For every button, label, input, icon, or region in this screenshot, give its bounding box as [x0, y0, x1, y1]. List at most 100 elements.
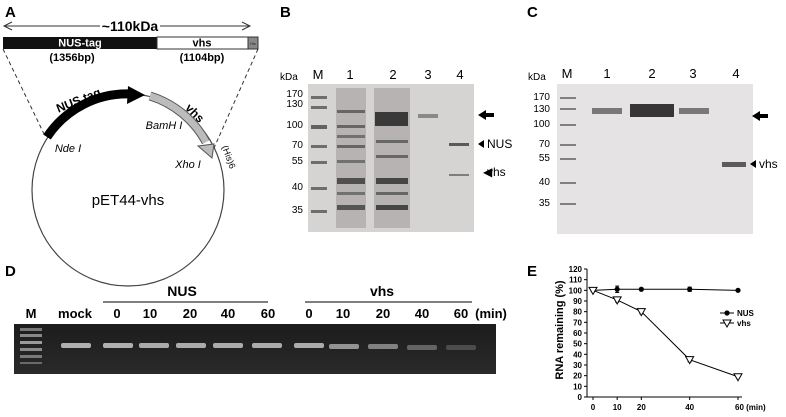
panel-c-ladder-130: 130	[533, 104, 550, 115]
panel-e-vhs-point	[612, 296, 623, 305]
panel-e-marks	[588, 285, 743, 382]
panel-b-lane-2-bands	[374, 88, 410, 228]
panel-d-vhs-time-10: 10	[336, 306, 350, 321]
panel-d-marker-label: M	[26, 306, 37, 321]
size-arrow-left-head	[2, 21, 13, 31]
panel-e-x-tick-label: 40	[685, 403, 694, 412]
panel-e-legend-nus-label: NUS	[737, 309, 755, 318]
panel-e-y-tick-label: 70	[573, 318, 582, 327]
panel-b: B kDa M 1 2 3 4	[280, 4, 512, 232]
panel-d-marker-bands	[20, 328, 42, 364]
his-segment-label: His	[250, 41, 256, 46]
construct-size: ~110kDa	[102, 18, 159, 34]
panel-b-nus-arrowhead-icon	[478, 140, 484, 148]
panel-d-nus-time-10: 10	[143, 306, 157, 321]
vhs-segment-label: vhs	[193, 38, 212, 50]
panel-d-time-unit: (min)	[475, 306, 507, 321]
panel-e-x-tick-label: 20	[637, 403, 646, 412]
panel-e-y-tick-label: 90	[573, 297, 582, 306]
panel-a: A ~110kDa NUS-tag vhs His (1356bp) (1104…	[2, 4, 259, 287]
panel-b-marker-label: M	[313, 67, 324, 82]
panel-b-lane-4-bands	[449, 143, 469, 176]
panel-c-lane-4-band	[722, 162, 746, 167]
panel-d-nus-time-60: 60	[261, 306, 275, 321]
panel-d-mock-label: mock	[58, 306, 93, 321]
panel-c-marker-label: M	[562, 66, 573, 81]
size-label-bg	[100, 19, 160, 33]
panel-d-rna-bands	[61, 343, 476, 350]
panel-e-y-tick-label: 60	[573, 329, 582, 338]
nus-tag-segment-label: NUS-tag	[58, 38, 101, 50]
panel-b-lane-1-bands	[336, 88, 366, 228]
panel-e-vhs-point	[733, 373, 743, 382]
panel-e-vhs-point	[636, 308, 647, 317]
panel-d-gel	[14, 324, 496, 374]
bamh-site-label: BamH I	[146, 120, 183, 132]
panel-b-lane-4: 4	[456, 67, 463, 82]
panel-b-ladder-70: 70	[292, 140, 304, 151]
panel-e-y-tick-label: 0	[578, 393, 583, 402]
panel-e-y-tick-label: 50	[573, 340, 582, 349]
panel-e-legend-vhs-label: vhs	[737, 319, 751, 328]
size-arrow-right-head	[241, 21, 252, 31]
panel-b-lane-3-band	[418, 114, 438, 118]
panel-d-nus-time-40: 40	[221, 306, 235, 321]
panel-b-vhs-arrow-icon: ◀	[483, 165, 493, 179]
panel-c-ladder-170: 170	[533, 92, 550, 103]
panel-c-lane-4: 4	[732, 66, 739, 81]
nus-tag-arc-arrowhead	[127, 86, 145, 104]
panel-e-x-tick-label: 10	[613, 403, 622, 412]
panel-a-label: A	[5, 4, 16, 21]
panel-e-y-tick-label: 30	[573, 361, 582, 370]
vhs-bp: (1104bp)	[180, 52, 225, 64]
panel-b-lane-2: 2	[389, 67, 396, 82]
panel-c-lane-2: 2	[648, 66, 655, 81]
panel-e-ylabel: RNA remaining (%)	[554, 280, 566, 380]
panel-e-y-tick-label: 10	[573, 382, 582, 391]
panel-e-y-tick-label: 110	[569, 276, 582, 285]
panel-e-legend-nus-marker	[724, 310, 730, 316]
panel-b-ladder-35: 35	[292, 205, 304, 216]
panel-c-lane-1-band	[592, 108, 622, 114]
panel-c-vhs-label: vhs	[759, 157, 778, 171]
panel-e-vhs-point	[588, 286, 598, 296]
panel-e-vhs-point	[684, 356, 695, 365]
panel-b-ladder-40: 40	[292, 182, 304, 193]
vhs-arc	[148, 92, 210, 144]
panel-d-nus-time-20: 20	[183, 306, 197, 321]
panel-b-ladder-170: 170	[286, 89, 303, 100]
vhs-arc-arrowhead	[196, 143, 215, 159]
panel-d-nus-time-0: 0	[113, 306, 120, 321]
panel-c-lane-1: 1	[603, 66, 610, 81]
panel-c-ladder-40: 40	[539, 177, 551, 188]
dashed-guide-left	[2, 48, 46, 137]
panel-e-y-tick-label: 100	[569, 286, 583, 295]
nus-tag-arc	[43, 89, 132, 140]
panel-c-fusion-arrow-icon	[752, 111, 768, 121]
panel-c-vhs-arrowhead-icon	[750, 160, 756, 168]
panel-d-vhs-group-label: vhs	[370, 283, 394, 299]
panel-b-unit: kDa	[280, 72, 298, 83]
panel-d: D M mock NUS vhs 0 10 20 40 60 0 10 20 4…	[5, 263, 507, 374]
panel-c: C kDa M 1 2 3 4 170 130 100 70 55 40 35 …	[527, 4, 778, 234]
panel-c-ladder-100: 100	[533, 119, 550, 130]
xho-site-label: Xho I	[174, 159, 201, 171]
panel-e-x-tick-label: 60 (min)	[735, 403, 766, 412]
panel-e-y-tick-label: 40	[573, 350, 582, 359]
panel-e: E RNA remaining (%) 01020304050607080901…	[527, 263, 766, 412]
panel-b-ladder-130: 130	[286, 99, 303, 110]
panel-c-lane-3: 3	[689, 66, 696, 81]
panel-c-marker-bands	[560, 97, 576, 205]
panel-c-lane-2-band	[630, 104, 674, 117]
panel-d-label: D	[5, 263, 16, 280]
plasmid-name: pET44-vhs	[92, 192, 165, 209]
panel-b-nus-label: NUS	[487, 137, 512, 151]
nde-site-label: Nde I	[55, 143, 81, 155]
panel-d-vhs-time-60: 60	[454, 306, 468, 321]
panel-c-ladder-35: 35	[539, 198, 551, 209]
panel-e-y-tick-label: 80	[573, 308, 582, 317]
panel-e-vhs-line	[592, 289, 739, 378]
